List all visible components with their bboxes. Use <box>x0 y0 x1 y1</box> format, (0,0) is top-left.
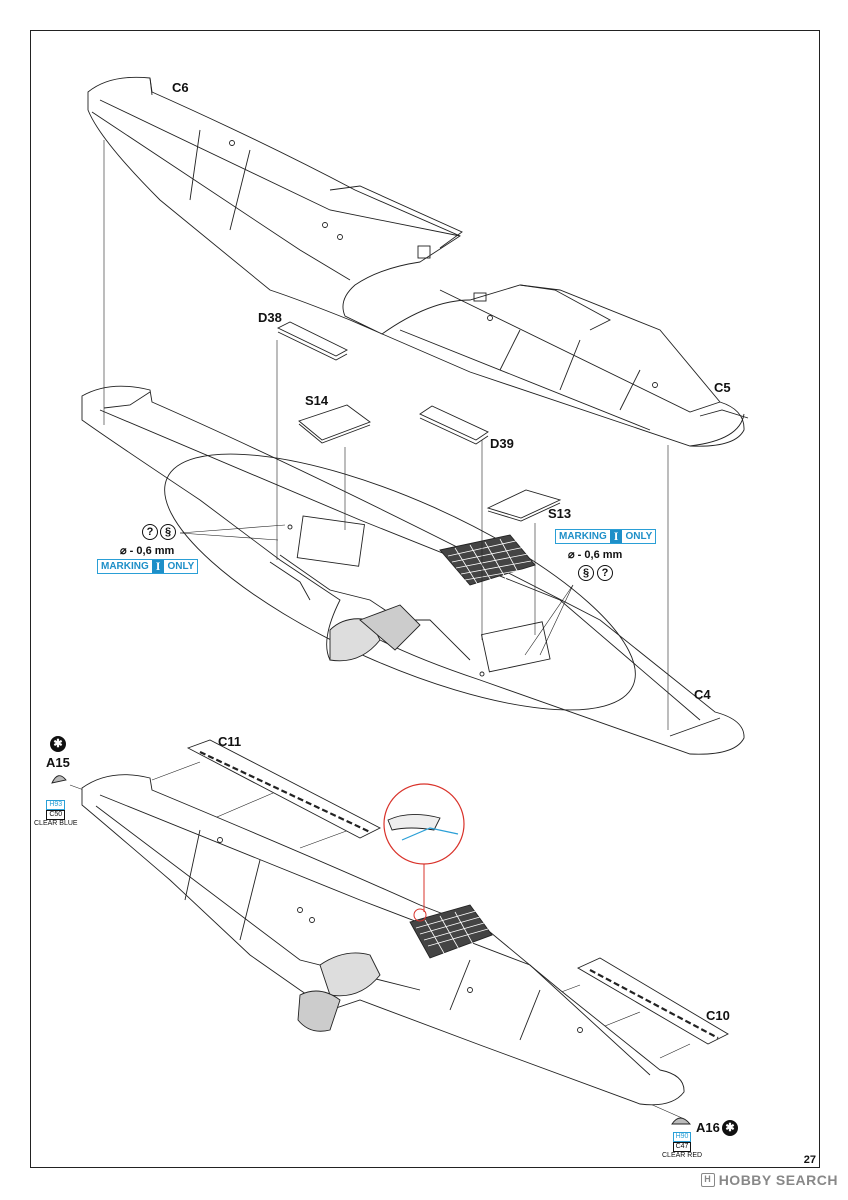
drill-icon: § <box>578 565 594 581</box>
part-label-c5: C5 <box>714 380 731 395</box>
drill-diameter-right: ⌀ - 0,6 mm <box>568 549 623 561</box>
marking-roman: I <box>151 560 165 573</box>
marking-prefix: MARKING <box>101 561 149 572</box>
completed-wing-assembly <box>81 774 685 1106</box>
guide-lines <box>69 140 691 1119</box>
detail-inset <box>383 783 465 922</box>
part-label-a16: A16 <box>696 1120 720 1135</box>
color-callout-a16: H90 C47 CLEAR RED <box>662 1132 702 1160</box>
marking-suffix: ONLY <box>167 561 195 572</box>
color-code: C47 <box>672 1142 692 1152</box>
marking-banner-right: MARKING I ONLY <box>555 529 657 544</box>
drill-icon: § <box>160 524 176 540</box>
instruction-sheet-frame <box>30 30 820 1168</box>
color-name: CLEAR BLUE <box>34 820 78 827</box>
question-icon: ? <box>142 524 158 540</box>
lower-wing-assembly <box>81 385 745 755</box>
part-label-a15: A15 <box>46 755 70 770</box>
hataka-code: H93 <box>46 800 66 810</box>
question-icon: ? <box>597 565 613 581</box>
part-label-c11: C11 <box>218 734 242 749</box>
part-label-d38: D38 <box>258 310 282 325</box>
part-label-d39: D39 <box>490 436 514 451</box>
part-label-c4: C4 <box>694 687 711 702</box>
part-label-c6: C6 <box>172 80 189 95</box>
color-callout-a15: H93 C50 CLEAR BLUE <box>34 800 78 828</box>
hobby-search-logo-icon: H <box>700 1173 715 1187</box>
star-icon: ✱ <box>50 736 66 752</box>
part-label-c10: C10 <box>706 1008 730 1023</box>
watermark: H HOBBY SEARCH <box>700 1172 838 1188</box>
lamp-a16-shape <box>671 1117 691 1125</box>
color-code: C50 <box>46 810 66 820</box>
small-parts <box>276 321 562 522</box>
marking-suffix: ONLY <box>625 531 653 542</box>
part-label-s14: S14 <box>305 393 329 408</box>
lamp-a15-shape <box>51 775 67 784</box>
marking-roman: I <box>609 530 623 543</box>
page-number: 27 <box>803 1154 816 1166</box>
marking-prefix: MARKING <box>559 531 607 542</box>
drill-diameter-left: ⌀ - 0,6 mm <box>120 545 175 557</box>
part-label-s13: S13 <box>548 506 572 521</box>
flap-parts <box>186 739 729 1045</box>
marking-banner-left: MARKING I ONLY <box>97 559 199 574</box>
upper-wing-assembly <box>87 76 749 447</box>
star-icon: ✱ <box>722 1120 738 1136</box>
hataka-code: H90 <box>672 1132 692 1142</box>
color-name: CLEAR RED <box>662 1152 703 1159</box>
watermark-text: HOBBY SEARCH <box>718 1172 838 1188</box>
